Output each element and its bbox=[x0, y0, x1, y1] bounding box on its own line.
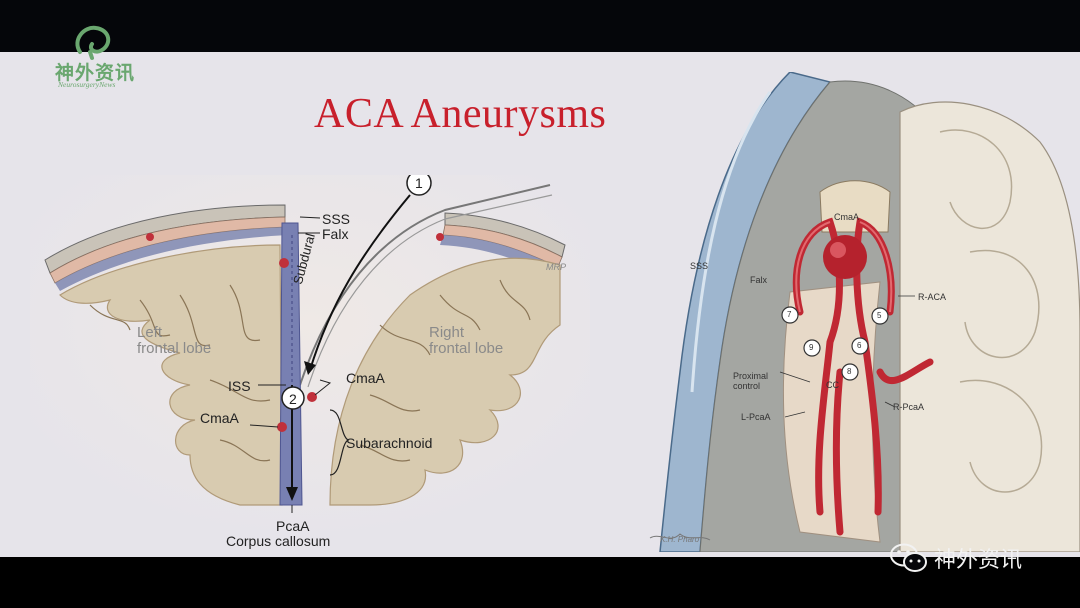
cmaa-left-label: CmaA bbox=[200, 410, 239, 426]
r-aca-label: R-ACA bbox=[918, 292, 947, 302]
logo-english-text: NeurosurgeryNews bbox=[58, 80, 116, 89]
marker-5-label: 5 bbox=[877, 311, 882, 320]
falx-right-label: Falx bbox=[750, 275, 768, 285]
marker-9-label: 9 bbox=[809, 343, 814, 352]
watermark-text: 神外资讯 bbox=[934, 548, 1023, 573]
right-lobe-label-1: Right bbox=[429, 324, 465, 341]
right-lobe-label-2: frontal lobe bbox=[429, 340, 504, 357]
marker-6-label: 6 bbox=[857, 341, 862, 350]
cmaa-right-figure-label: CmaA bbox=[834, 212, 860, 222]
left-lobe-label-2: frontal lobe bbox=[137, 340, 212, 357]
artist-initials: MRP bbox=[546, 262, 566, 272]
proximal-control-label-2: control bbox=[733, 381, 761, 391]
logo-chinese-text: 神外资讯 bbox=[55, 62, 136, 84]
pcaa-label: PcaA bbox=[276, 518, 310, 534]
subarachnoid-label: Subarachnoid bbox=[346, 435, 433, 451]
marker-2-label: 2 bbox=[289, 391, 297, 407]
marker-8-label: 8 bbox=[847, 367, 852, 376]
illustrator-signature: K.H. Pharo bbox=[660, 535, 700, 544]
cmaa-right-label: CmaA bbox=[346, 370, 385, 386]
wechat-icon bbox=[890, 543, 927, 572]
l-pcaa-label: L-PcaA bbox=[741, 412, 771, 422]
slide-title: ACA Aneurysms bbox=[314, 91, 607, 137]
sss-right-label: SSS bbox=[690, 261, 709, 271]
falx-label: Falx bbox=[322, 226, 349, 242]
coronal-section-illustration bbox=[30, 175, 590, 545]
iss-label: ISS bbox=[228, 378, 251, 394]
surgical-view-illustration bbox=[640, 72, 1080, 552]
corpus-callosum-label: Corpus callosum bbox=[226, 533, 331, 549]
brain-logo-icon bbox=[75, 25, 111, 60]
proximal-control-label-1: Proximal bbox=[733, 371, 769, 381]
marker-1-label: 1 bbox=[415, 175, 423, 191]
marker-7-label: 7 bbox=[787, 310, 792, 319]
wechat-watermark: 神外资讯 bbox=[890, 542, 1022, 574]
left-lobe-label-1: Left bbox=[137, 324, 163, 341]
r-pcaa-label: R-PcaA bbox=[893, 402, 925, 412]
cc-label: CC bbox=[826, 380, 839, 390]
sss-label: SSS bbox=[322, 211, 351, 227]
